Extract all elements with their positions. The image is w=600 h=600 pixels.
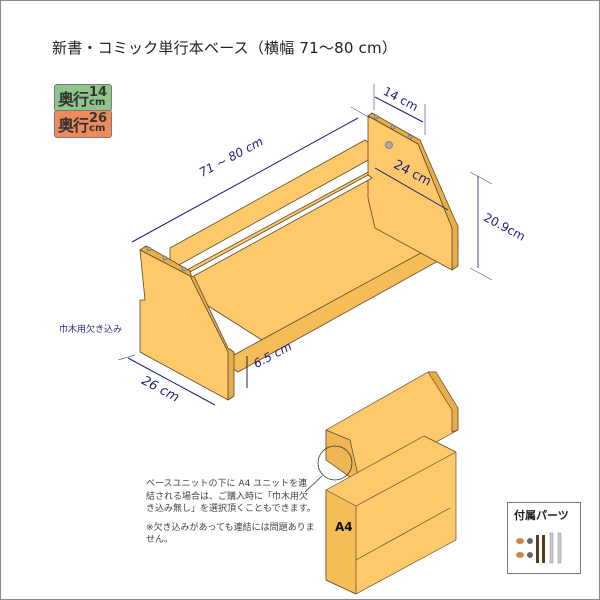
bolt-icon — [557, 532, 562, 564]
caption-paragraph-1: ベースユニットの下に A4 ユニットを連結される場合は、ご購入時に「巾木用欠き込… — [146, 479, 316, 514]
badge-unit: cm — [89, 97, 106, 108]
pin-icon — [542, 535, 545, 563]
nut-icon — [527, 538, 533, 544]
badge-num: 26 — [89, 111, 108, 126]
badge-kanji: 奥行 — [58, 90, 89, 109]
nut-icon — [527, 552, 533, 558]
a4-unit-label: A4 — [335, 520, 353, 534]
dowel-icon — [516, 552, 524, 558]
parts-label: 付属パーツ — [514, 509, 569, 522]
pin-icon — [536, 535, 539, 563]
page-title: 新書・コミック単行本ベース（横幅 71～80 cm） — [52, 39, 398, 57]
dowel-icon — [516, 538, 524, 544]
parts-icons — [516, 532, 562, 564]
bolt-icon — [549, 532, 554, 564]
badge-num: 14 — [89, 85, 108, 100]
caption-paragraph-2: ※欠き込みがあっても連結には問題ありません。 — [146, 522, 315, 546]
notch-label: 巾木用欠き込み — [59, 325, 123, 335]
included-parts-box: 付属パーツ — [507, 502, 581, 574]
badge-kanji: 奥行 — [58, 116, 89, 135]
assembly-caption: ベースユニットの下に A4 ユニットを連結される場合は、ご購入時に「巾木用欠き込… — [146, 478, 316, 553]
badge-unit: cm — [89, 123, 106, 134]
